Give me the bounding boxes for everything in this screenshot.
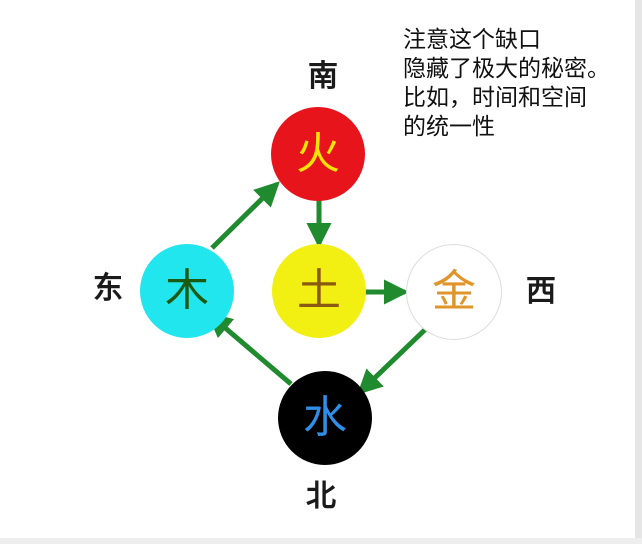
earth-node: 土 <box>272 244 366 338</box>
bottom-edge-strip <box>0 538 642 544</box>
water-node: 水 <box>278 371 372 465</box>
right-edge-strip <box>635 0 642 544</box>
direction-north-label: 北 <box>306 479 336 514</box>
metal-node: 金 <box>406 244 502 340</box>
wood-node: 木 <box>140 244 234 338</box>
fire-node: 火 <box>271 107 365 201</box>
metal-node-label: 金 <box>432 266 476 317</box>
note-line-1: 注意这个缺口 <box>403 27 541 53</box>
fire-node-label: 火 <box>296 128 340 179</box>
wood-node-label: 木 <box>165 265 209 316</box>
direction-south-label: 南 <box>308 59 338 94</box>
arrow-metal-to-water <box>357 320 435 395</box>
note-line-2: 隐藏了极大的秘密。 <box>403 56 610 82</box>
water-node-label: 水 <box>303 392 347 443</box>
direction-west-label: 西 <box>526 274 556 309</box>
annotation-note: 注意这个缺口 隐藏了极大的秘密。 比如，时间和空间 的统一性 <box>403 26 635 142</box>
earth-node-label: 土 <box>297 265 341 316</box>
note-line-4: 的统一性 <box>403 114 495 140</box>
note-line-3: 比如，时间和空间 <box>403 85 587 111</box>
arrow-wood-to-fire <box>210 181 280 250</box>
arrow-water-to-wood <box>206 312 293 386</box>
direction-east-label: 东 <box>93 271 123 306</box>
